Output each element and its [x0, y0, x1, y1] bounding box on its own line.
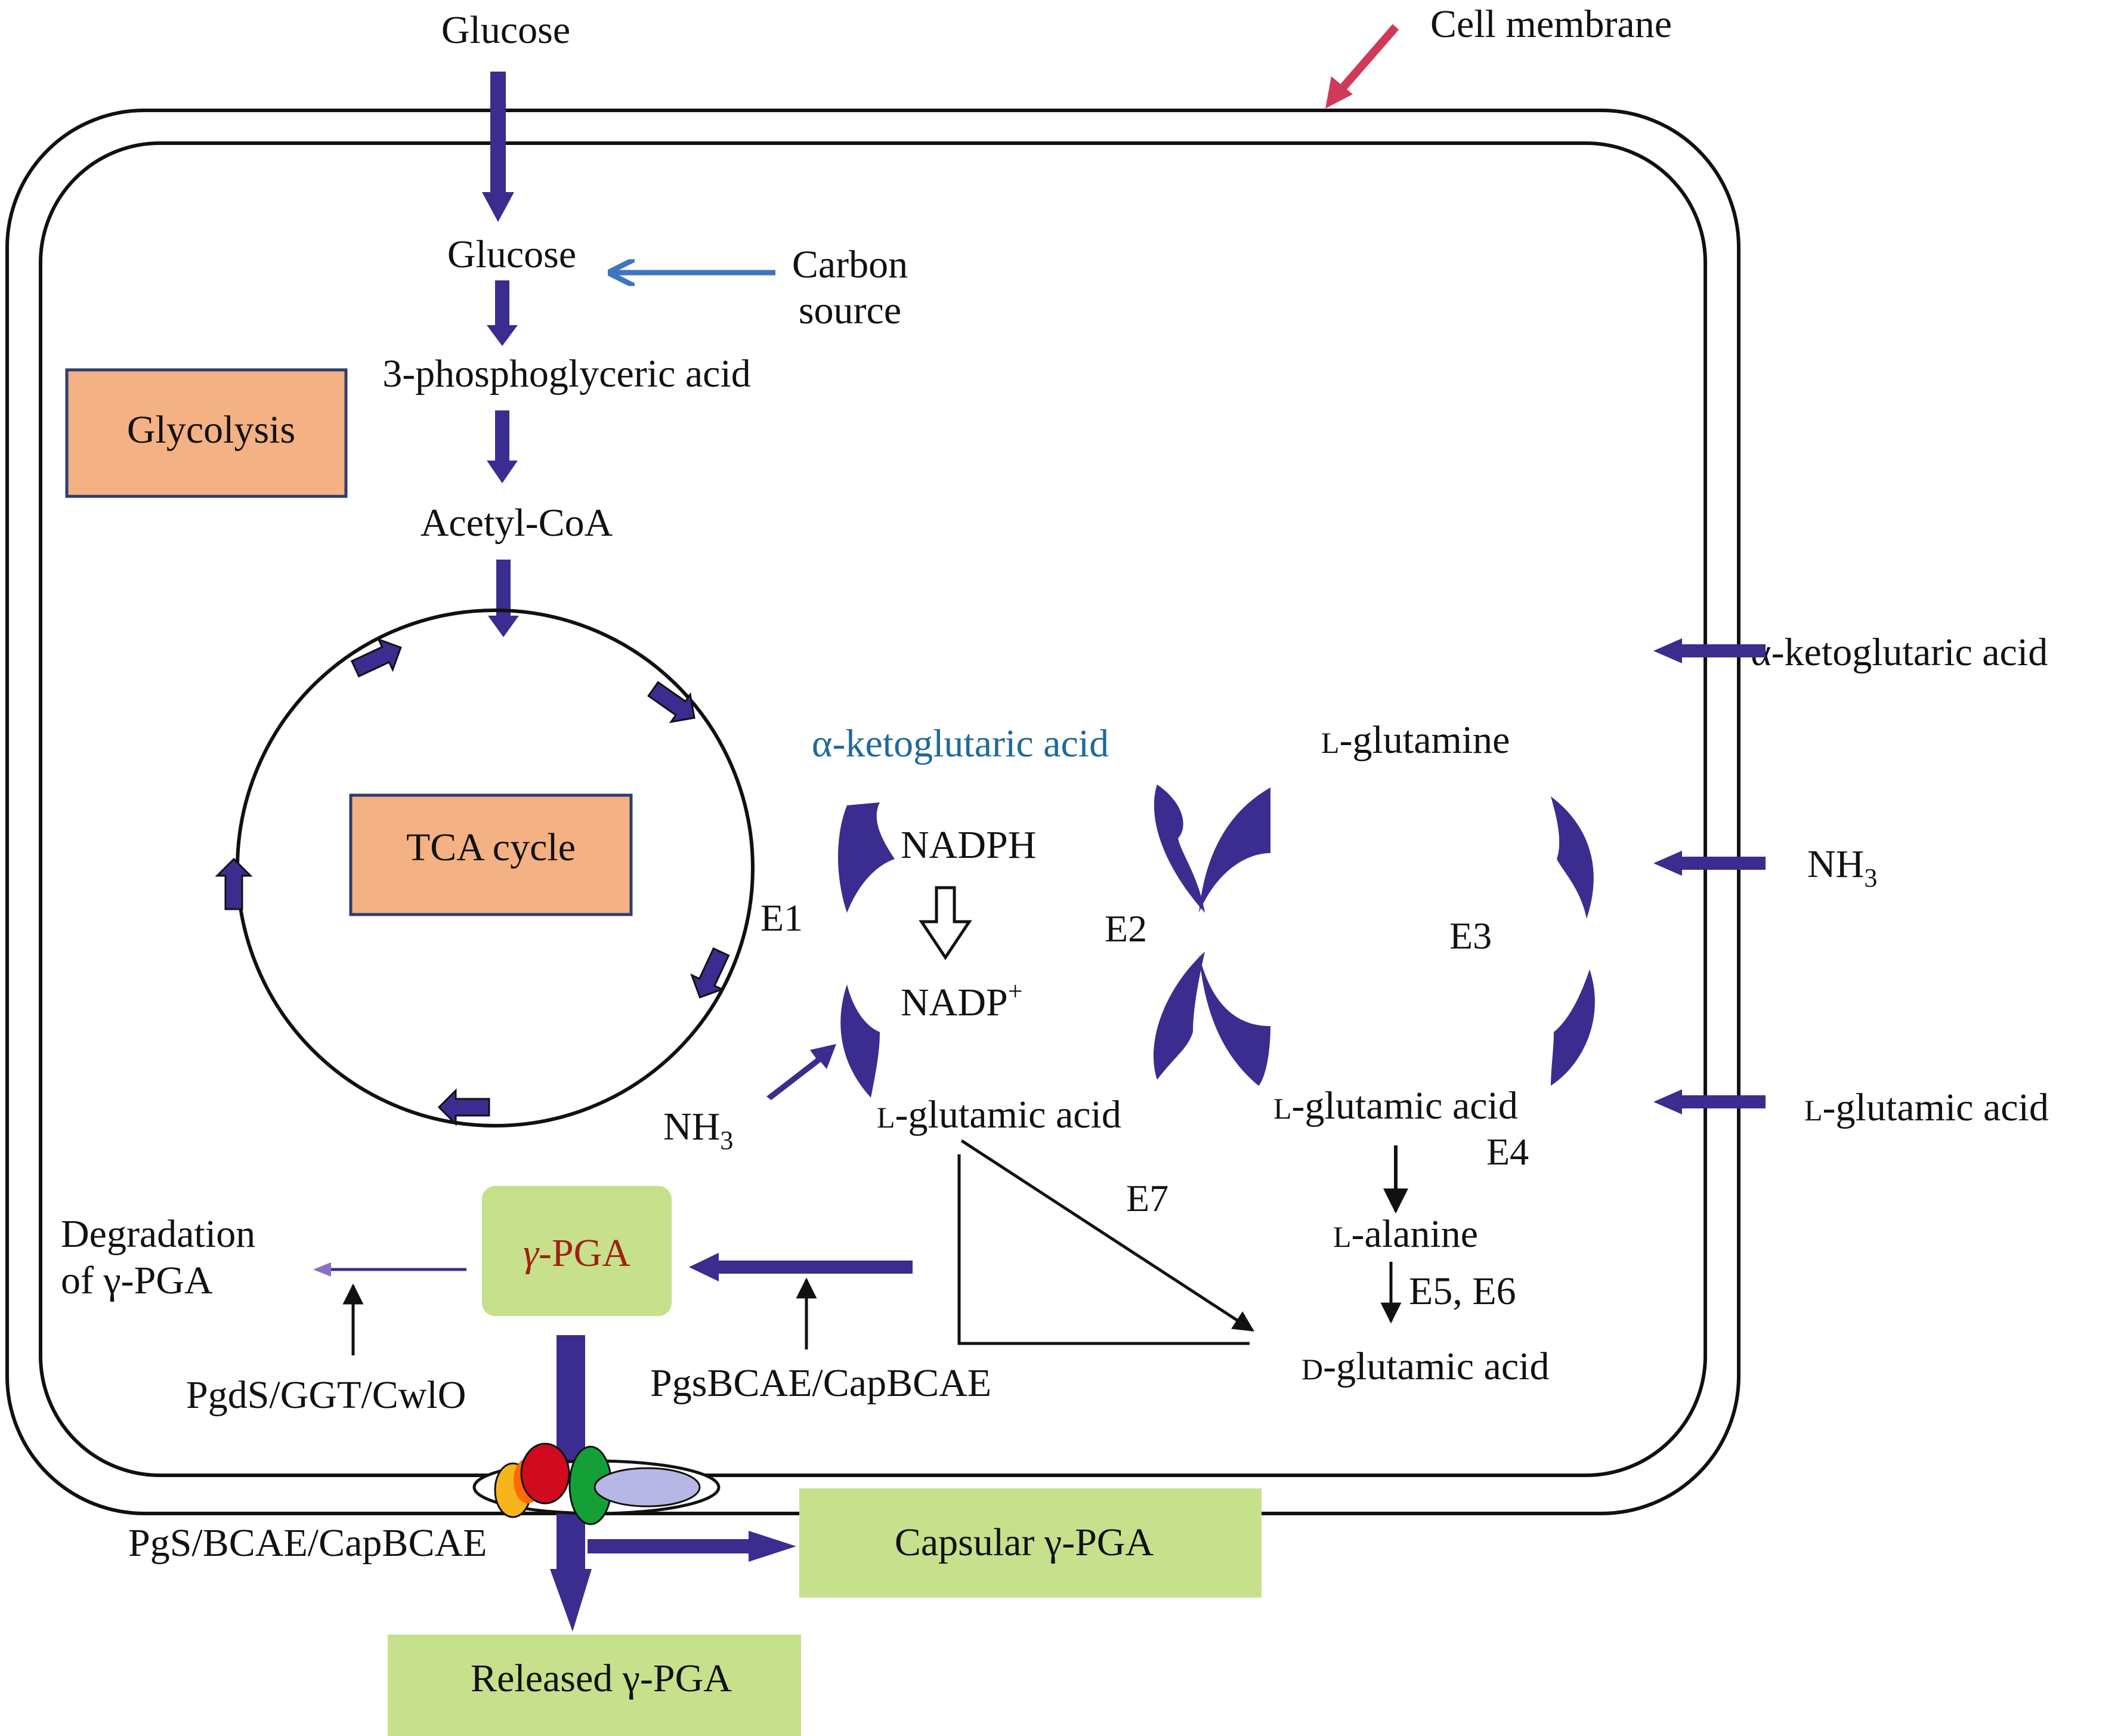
- e7-label: E7: [1126, 1177, 1168, 1219]
- cell-membrane-label: Cell membrane: [1430, 2, 1672, 46]
- tca-cycle-box: [349, 793, 633, 916]
- e4-label: E4: [1486, 1130, 1529, 1173]
- nh3-outer-label: NH3: [1807, 842, 1877, 892]
- akg-outer-label: α-ketoglutaric acid: [1751, 631, 2048, 674]
- glutamate-to-pga-synthesis-arrow: [689, 1253, 913, 1281]
- capsular-export-arrow: [588, 1531, 796, 1562]
- l-glutamic-uptake-arrow: [1653, 1089, 1766, 1114]
- l-alanine-label: L-alanine: [1333, 1212, 1478, 1256]
- gamma-pga-box: [482, 1186, 672, 1316]
- nh3-to-glutamate-arrow: [766, 1044, 836, 1100]
- d-glutamic-acid-label: D-glutamic acid: [1301, 1345, 1549, 1388]
- tca-cycle-label: TCA cycle: [406, 826, 576, 869]
- e2-label: E2: [1105, 907, 1147, 950]
- carbon-source-label-line2: source: [799, 289, 901, 332]
- nh3-uptake-arrow: [1653, 851, 1766, 876]
- degradation-label-line2: of γ-PGA: [61, 1259, 213, 1302]
- pga-to-acetylcoa-arrow: [487, 410, 518, 483]
- e1-label: E1: [760, 897, 803, 939]
- e1-enzyme-crescents: [838, 802, 895, 1098]
- pgds-label: PgdS/GGT/CwlO: [186, 1373, 466, 1417]
- l-glutamic-acid-right-label: L-glutamic acid: [1273, 1084, 1518, 1128]
- pgsbcae-label: PgsBCAE/CapBCAE: [650, 1361, 991, 1405]
- transporter-complex-icon: [472, 1442, 721, 1525]
- degradation-arrowhead: [313, 1262, 331, 1277]
- akg-uptake-arrow: [1653, 638, 1766, 663]
- nh3-inner-label: NH3: [663, 1105, 733, 1155]
- cell-membrane-pointer: [1325, 24, 1399, 109]
- released-pga-box: [388, 1635, 801, 1736]
- l-glutamine-label: L-glutamine: [1321, 718, 1510, 762]
- gamma-pga-label: γ-PGA: [523, 1231, 630, 1275]
- e2-enzyme-crescents: [1153, 784, 1270, 1086]
- acetyl-coa-label: Acetyl-CoA: [421, 501, 613, 545]
- carbon-source-label-line1: Carbon: [792, 243, 908, 286]
- e3-enzyme-crescents: [1551, 796, 1595, 1086]
- tca-cycle-flow-arrows: [215, 638, 730, 1126]
- cell-membrane-inner: [39, 141, 1707, 1477]
- glucose-to-pga-arrow: [487, 280, 518, 346]
- glucose-inside-label: Glucose: [447, 233, 576, 276]
- nadph-to-nadp-hollow-arrow: [919, 886, 972, 960]
- capsular-pga-box: [799, 1488, 1262, 1598]
- e7-racemization-path: [957, 1139, 1254, 1345]
- akg-inner-label: α-ketoglutaric acid: [812, 722, 1109, 765]
- released-pga-label: Released γ-PGA: [471, 1657, 732, 1700]
- nadph-label: NADPH: [901, 823, 1036, 867]
- nadp-label: NADP+: [901, 977, 1023, 1024]
- acetylcoa-to-tca-arrow: [488, 560, 519, 637]
- e5-e6-label: E5, E6: [1409, 1269, 1516, 1313]
- capsular-pga-label: Capsular γ-PGA: [895, 1521, 1154, 1564]
- glucose-uptake-arrow: [482, 72, 514, 222]
- pgs-membrane-label: PgS/BCAE/CapBCAE: [128, 1521, 487, 1565]
- glycolysis-box: [65, 368, 348, 498]
- 3-phosphoglyceric-acid-label: 3-phosphoglyceric acid: [382, 352, 751, 396]
- l-glutamic-acid-outer-label: L-glutamic acid: [1804, 1086, 2049, 1129]
- l-glutamic-acid-left-label: L-glutamic acid: [877, 1093, 1121, 1136]
- e3-label: E3: [1449, 915, 1492, 957]
- glucose-outside-label: Glucose: [441, 8, 570, 52]
- glycolysis-label: Glycolysis: [127, 408, 295, 452]
- degradation-label-line1: Degradation: [61, 1212, 255, 1256]
